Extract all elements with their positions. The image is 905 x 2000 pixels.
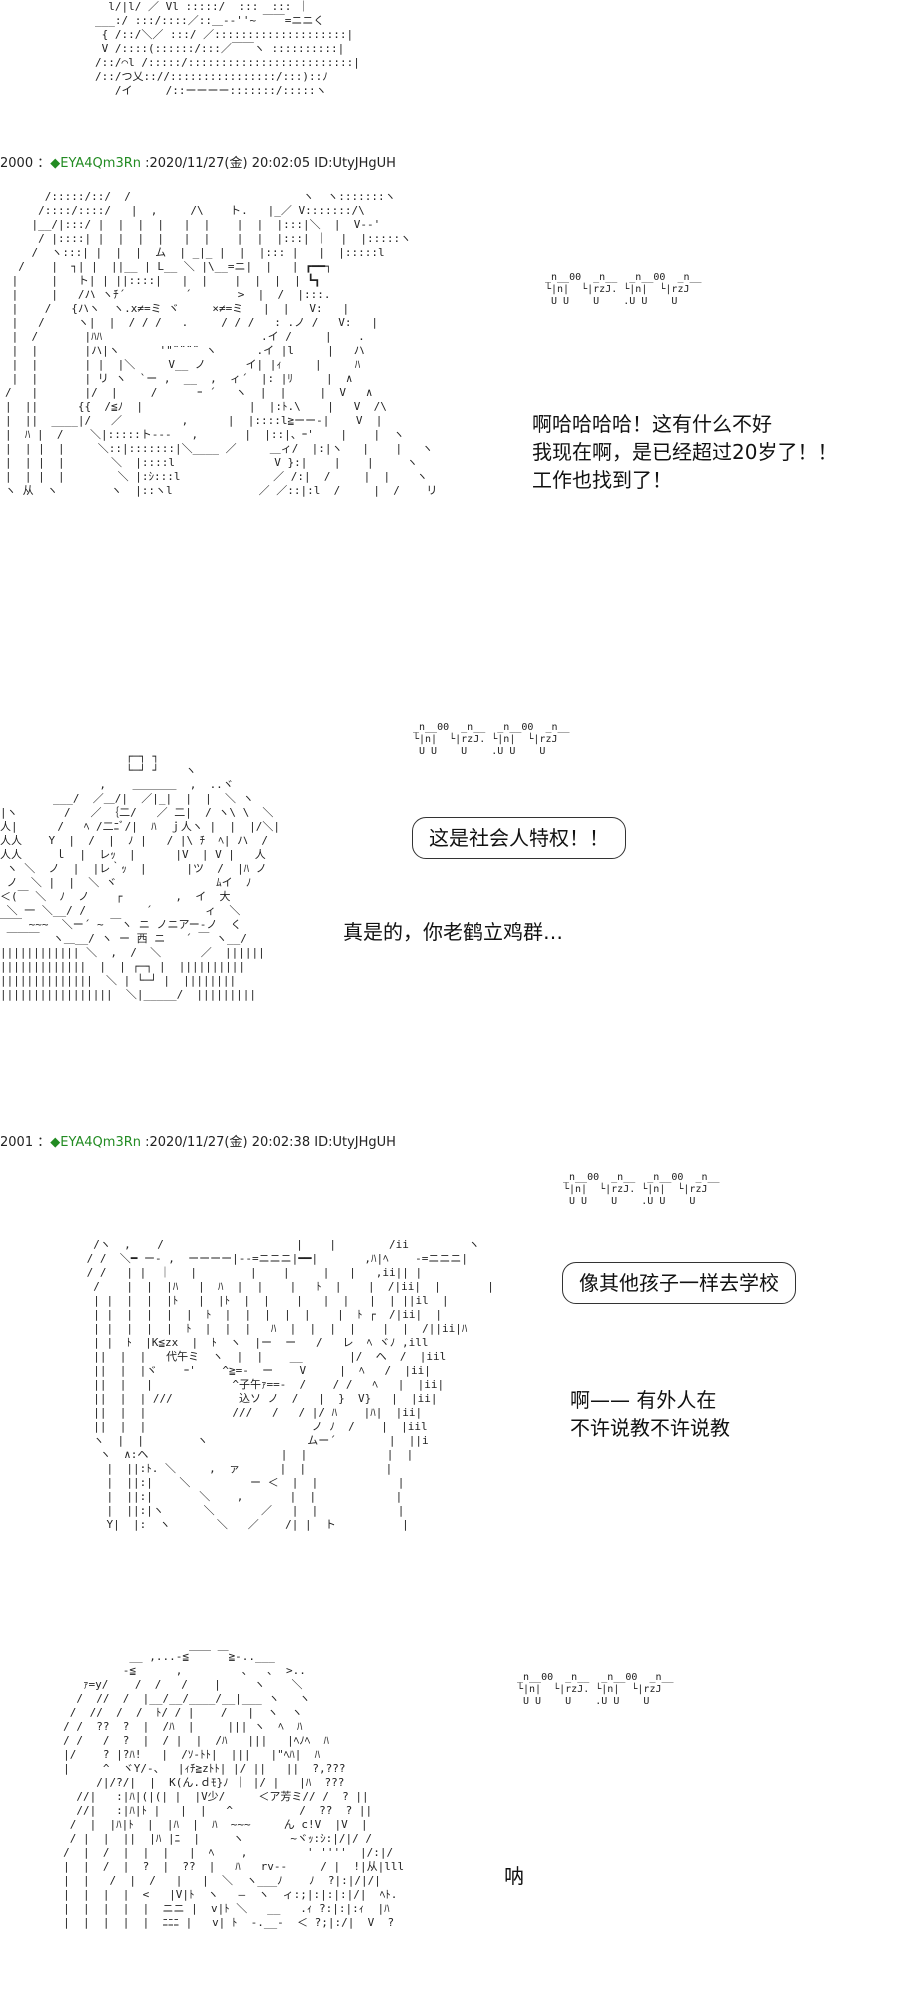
laugh-sfx-2: _n__00 _n__ _n__00 _n__ └|n| └|rzJ. └|n|… <box>413 722 570 757</box>
laugh-sfx-1: _n__00 _n__ _n__00 _n__ └|n| └|rzJ. └|n|… <box>545 272 702 307</box>
ascii-art-top: l/|l/ ／ Vl :::::/ ::: ::: ｜ ___:/ :::/::… <box>95 0 360 97</box>
post-header-2000: 2000 ：◆EYA4Qm3Rn :2020/11/27(金) 20:02:05… <box>0 156 396 171</box>
caption-line: 工作也找到了！ <box>532 468 672 492</box>
speech-bubble-privilege: 这是社会人特权！！ <box>412 817 626 859</box>
laugh-sfx-3: _n__00 _n__ _n__00 _n__ └|n| └|rzJ. └|n|… <box>563 1172 720 1207</box>
caption-line: 啊哈哈哈哈！这有什么不好 <box>532 412 772 436</box>
ascii-art-character-calm: __ ,...-≦￣￣ ￣≧-..___ -≦ , ､ ､ >.. ｧ=y/ /… <box>63 1650 405 1929</box>
panel4-text: 呐 <box>504 1864 524 1888</box>
ascii-art-character-school: /ヽ , / | | /ii ヽ / / ＼━ ー- , ーーーー|--=ニニニ… <box>86 1238 494 1531</box>
caption-line: 不许说教不许说教 <box>570 1416 730 1440</box>
post-id: ID:UtyJHgUH <box>314 156 396 171</box>
trip-name[interactable]: ◆EYA4Qm3Rn <box>50 156 141 171</box>
laugh-sfx-4: _n__00 _n__ _n__00 _n__ └|n| └|rzJ. └|n|… <box>517 1672 674 1707</box>
panel2-reply: 真是的，你老鹤立鸡群… <box>343 920 563 944</box>
panel3-caption: 啊—— 有外人在 不许说教不许说教 <box>570 1386 730 1442</box>
post-header-2001: 2001 ：◆EYA4Qm3Rn :2020/11/27(金) 20:02:38… <box>0 1135 396 1150</box>
caption-line: 我现在啊，是已经超过20岁了！！ <box>532 440 838 464</box>
post-number: 2001 <box>0 1135 34 1150</box>
caption-line: 啊—— 有外人在 <box>570 1388 717 1412</box>
ascii-art-character-laughing: /:::::/::/ / ヽ ヽ:::::::ヽ /::::/::::/ | ,… <box>5 190 438 497</box>
panel1-caption: 啊哈哈哈哈！这有什么不好 我现在啊，是已经超过20岁了！！ 工作也找到了！ <box>532 410 837 494</box>
post-datetime: 2020/11/27(金) 20:02:05 <box>149 156 311 171</box>
post-datetime: 2020/11/27(金) 20:02:38 <box>149 1135 311 1150</box>
post-id: ID:UtyJHgUH <box>314 1135 396 1150</box>
post-number: 2000 <box>0 156 34 171</box>
speech-bubble-school: 像其他孩子一样去学校 <box>562 1262 796 1304</box>
ascii-art-character-chibi: ┌─┐ ┐ └─┘ ┘ ヽ , ＿＿＿＿ , ..ヾ ___/ ／＿/| ／|_… <box>0 750 281 1001</box>
trip-name[interactable]: ◆EYA4Qm3Rn <box>50 1135 141 1150</box>
